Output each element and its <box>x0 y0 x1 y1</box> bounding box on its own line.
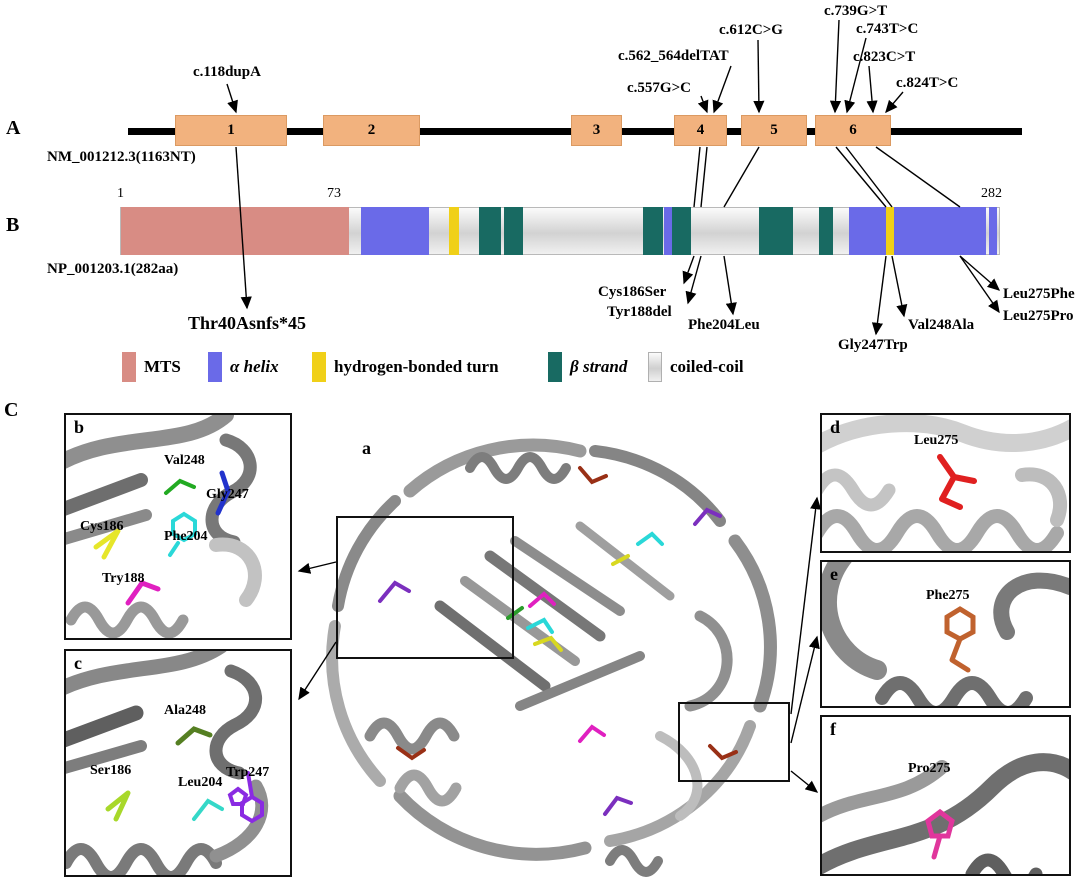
exon-box-3: 3 <box>571 115 622 146</box>
mutation-c824tc-label: c.824T>C <box>896 75 959 91</box>
structure-c-panel: c Ala248 Ser186 Leu204 Trp247 <box>64 649 292 877</box>
mutation-c823ct-label: c.823C>T <box>853 49 916 65</box>
protein-coord-73: 73 <box>327 186 341 201</box>
structure-e-panel: e Phe275 <box>820 560 1071 708</box>
mutation-c743tc-label: c.743T>C <box>856 21 919 37</box>
domain-segment-turn-1 <box>449 207 459 255</box>
residue-phe275-label: Phe275 <box>926 588 970 603</box>
domain-segment-turn-2 <box>886 207 894 255</box>
structure-a-image <box>280 406 830 880</box>
legend-label-coil: coiled-coil <box>670 357 744 376</box>
mutation-val248ala-label: Val248Ala <box>908 317 975 333</box>
domain-segment-helix-5 <box>989 207 997 255</box>
mutation-thr40asnfs45-label: Thr40Asnfs*45 <box>188 313 307 333</box>
exon-1-number: 1 <box>227 122 235 138</box>
mutation-c612cg-label: c.612C>G <box>719 22 783 38</box>
protein-domain-bar <box>120 207 1000 255</box>
mutation-tyr188del-label: Tyr188del <box>607 304 672 320</box>
structure-b-letter: b <box>74 417 85 437</box>
residue-gly247-label: Gly247 <box>206 487 249 502</box>
exon-5-number: 5 <box>770 122 778 138</box>
residue-leu204-label: Leu204 <box>178 775 223 790</box>
domain-segment-strand-2 <box>504 207 523 255</box>
mutation-phe204leu-label: Phe204Leu <box>688 317 760 333</box>
domain-segment-strand-1 <box>479 207 501 255</box>
residue-try188-label: Try188 <box>102 571 145 586</box>
exon-box-6: 6 <box>815 115 891 146</box>
residue-trp247-label: Trp247 <box>226 765 270 780</box>
structure-f-letter: f <box>830 719 836 739</box>
mutation-leu275pro-label: Leu275Pro <box>1003 308 1074 324</box>
legend-label-strand: β strand <box>570 357 628 376</box>
protein-coord-282: 282 <box>981 186 1002 201</box>
mutation-c118dupa-label: c.118dupA <box>193 64 261 80</box>
residue-ala248-label: Ala248 <box>164 703 206 718</box>
exon-box-5: 5 <box>741 115 807 146</box>
panel-b-letter: B <box>6 214 20 236</box>
exon-2-number: 2 <box>367 122 376 138</box>
structure-a-letter: a <box>362 438 371 458</box>
exon-box-1: 1 <box>175 115 287 146</box>
legend-swatch-mts <box>122 352 136 382</box>
legend-swatch-turn <box>312 352 326 382</box>
residue-val248-label: Val248 <box>164 453 205 468</box>
mutation-c739gt-label: c.739G>T <box>824 3 888 19</box>
mutation-cys186ser-label: Cys186Ser <box>598 284 667 300</box>
mutation-c557gc-label: c.557G>C <box>627 80 691 96</box>
structure-b-panel: b Val248 Gly247 Cys186 Phe204 Try188 <box>64 413 292 640</box>
protein-label: NP_001203.1(282aa) <box>47 261 179 277</box>
structure-d-letter: d <box>830 417 841 437</box>
selection-box-left <box>336 516 514 659</box>
selection-box-right <box>678 702 790 782</box>
exon-4-number: 4 <box>696 122 705 138</box>
domain-segment-strand-4 <box>672 207 691 255</box>
exon-box-2: 2 <box>323 115 420 146</box>
domain-segment-strand-3 <box>643 207 663 255</box>
residue-ser186-label: Ser186 <box>90 763 132 778</box>
domain-segment-mts <box>121 207 349 255</box>
structure-d-panel: d Leu275 <box>820 413 1071 553</box>
domain-segment-helix-4 <box>894 207 986 255</box>
structure-f-panel: f Pro275 <box>820 715 1071 876</box>
protein-coord-1: 1 <box>117 186 124 201</box>
residue-phe204-label: Phe204 <box>164 529 208 544</box>
legend-swatch-coil <box>648 352 662 382</box>
domain-segment-strand-6 <box>819 207 833 255</box>
panel-c-letter: C <box>4 399 19 421</box>
legend-swatch-helix <box>208 352 222 382</box>
legend-label-turn: hydrogen-bonded turn <box>334 357 499 376</box>
panel-a-letter: A <box>6 117 21 139</box>
residue-leu275-label: Leu275 <box>914 433 959 448</box>
structure-e-letter: e <box>830 564 838 584</box>
mutation-gly247trp-label: Gly247Trp <box>838 337 908 353</box>
exon-3-number: 3 <box>592 122 601 138</box>
legend-swatch-strand <box>548 352 562 382</box>
domain-segment-helix-2 <box>664 207 672 255</box>
mutation-leu275phe-label: Leu275Phe <box>1003 286 1075 302</box>
domain-segment-helix-3 <box>849 207 886 255</box>
domain-segment-helix-1 <box>361 207 429 255</box>
legend-label-helix: α helix <box>230 357 279 376</box>
structure-c-letter: c <box>74 653 82 673</box>
legend-label-mts: MTS <box>144 357 181 376</box>
exon-box-4: 4 <box>674 115 727 146</box>
residue-pro275-label: Pro275 <box>908 761 951 776</box>
mutation-c562-564deltat-label: c.562_564delTAT <box>618 48 729 64</box>
residue-cys186-label: Cys186 <box>80 519 124 534</box>
domain-segment-strand-5 <box>759 207 793 255</box>
transcript-label: NM_001212.3(1163NT) <box>47 149 196 165</box>
exon-6-number: 6 <box>849 122 857 138</box>
